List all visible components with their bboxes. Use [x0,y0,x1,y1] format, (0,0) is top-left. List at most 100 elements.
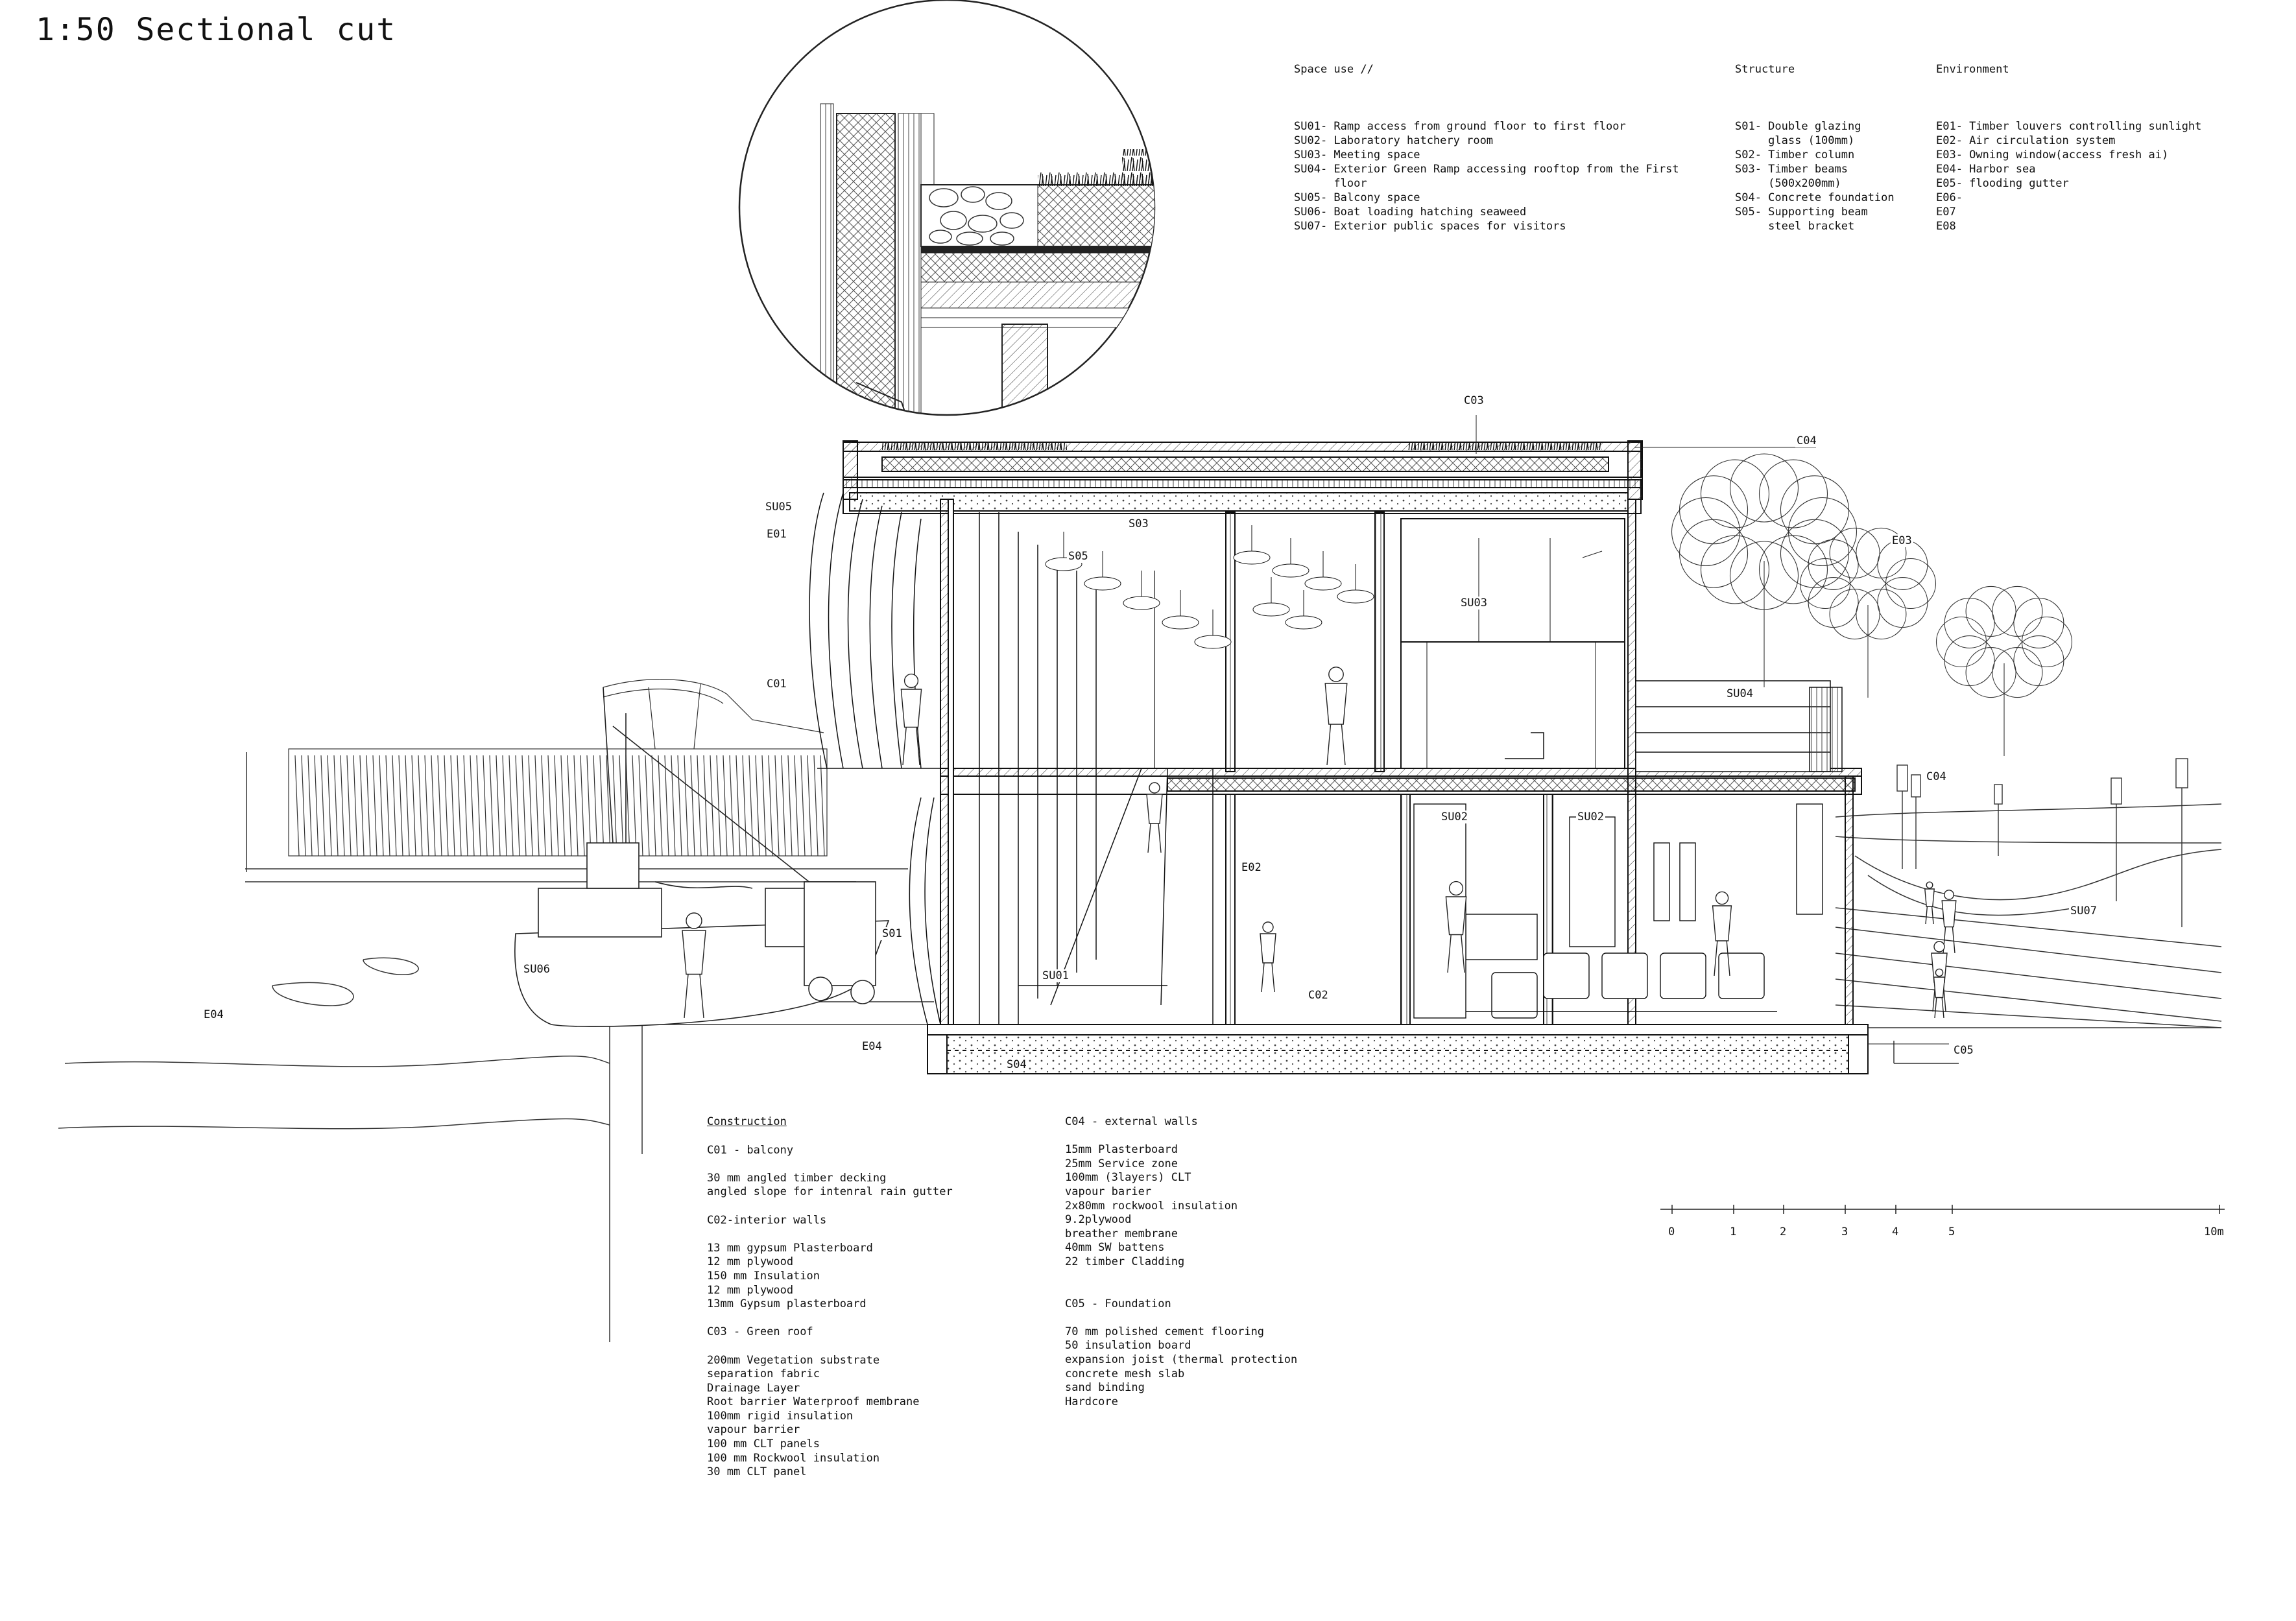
structure-item: steel bracket [1735,220,1855,233]
scale-tick-label: 1 [1730,1225,1737,1238]
environment-legend: Environment E01- Timber louvers controll… [1936,34,2201,248]
leader-lines [1476,415,1949,1045]
callout-label-s04: S04 [1005,1058,1028,1071]
construction-layer: 2x80mm rockwool insulation [1065,1199,1238,1213]
people [682,667,1957,1019]
page-title: 1:50 Sectional cut [36,12,397,48]
callout-label-e03: E03 [1891,534,1913,547]
structure-item: S05- Supporting beam [1735,206,1868,219]
space-use-legend: Space use // SU01- Ramp access from grou… [1294,34,1679,248]
construction-layer: Hardcore [1065,1395,1118,1408]
construction-layer: 100mm rigid insulation [707,1409,854,1423]
construction-layer: 100 mm Rockwool insulation [707,1451,880,1465]
building-section [809,440,1869,1074]
environment-item: E04- Harbor sea [1936,163,2036,176]
construction-layer: 200mm Vegetation substrate [707,1353,880,1367]
scale-tick-label: 5 [1948,1225,1955,1238]
construction-layer: breather membrane [1065,1227,1178,1240]
callout-label-c05: C05 [1952,1044,1975,1057]
space-use-item: floor [1294,177,1367,190]
structure-item: S03- Timber beams [1735,163,1848,176]
structure-item: (500x200mm) [1735,177,1841,190]
trees [1671,453,2073,756]
construction-layer: expansion joist (thermal protection [1065,1353,1298,1366]
construction-layer: 100 mm CLT panels [707,1438,820,1451]
callout-label-su02b: SU02 [1576,810,1605,823]
callout-label-e04a: E04 [202,1008,225,1021]
construction-layer: 22 timber Cladding [1065,1255,1185,1268]
space-use-item: SU04- Exterior Green Ramp accessing roof… [1294,163,1679,176]
construction-layer: sand binding [1065,1381,1145,1395]
callout-label-su03: SU03 [1459,597,1489,609]
construction-heading: Construction [707,1115,787,1128]
space-use-item: SU05- Balcony space [1294,191,1420,204]
environment-item: E08 [1936,220,1956,233]
scale-tick-label: 2 [1780,1225,1787,1238]
space-use-heading: Space use // [1294,63,1374,76]
callout-label-c04b: C04 [1925,770,1948,783]
scale-bar [1660,1205,2225,1214]
construction-layer: 30 mm CLT panel [707,1465,807,1479]
space-use-item: SU07- Exterior public spaces for visitor… [1294,220,1566,233]
callout-label-c02: C02 [1307,989,1330,1002]
environment-item: E06- [1936,191,1963,204]
space-use-item: SU03- Meeting space [1294,148,1420,161]
construction-layer: 30 mm angled timber decking [707,1171,887,1185]
callout-label-su04: SU04 [1725,687,1754,700]
background-building [288,679,828,857]
environment-item: E02- Air circulation system [1936,134,2116,147]
structure-item: S01- Double glazing [1735,120,1861,133]
callout-label-s05: S05 [1067,550,1090,563]
environment-item: E05- flooding gutter [1936,177,2069,190]
structure-list: S01- Double glazing glass (100mm)S02- Ti… [1735,119,1895,233]
construction-layer: separation fabric [707,1367,820,1381]
scale-tick-label: 3 [1841,1225,1848,1238]
construction-layer: concrete mesh slab [1065,1367,1185,1380]
structure-item: glass (100mm) [1735,134,1855,147]
environment-item: E03- Owning window(access fresh ai) [1936,148,2169,161]
callout-label-c04a: C04 [1795,434,1818,447]
construction-section-title: C04 - external walls [1065,1115,1198,1128]
construction-layer: 15mm Plasterboard [1065,1143,1178,1157]
callout-label-c03: C03 [1463,394,1485,407]
construction-layer: angled slope for intenral rain gutter [707,1185,953,1199]
environment-list: E01- Timber louvers controlling sunlight… [1936,119,2201,233]
construction-layer: 150 mm Insulation [707,1269,820,1283]
callout-label-su06: SU06 [522,963,551,976]
construction-layer: 12 mm plywood [707,1255,794,1269]
construction-layer: 40mm SW battens [1065,1241,1165,1255]
environment-item: E01- Timber louvers controlling sunlight [1936,120,2202,133]
space-use-item: SU02- Laboratory hatchery room [1294,134,1494,147]
environment-heading: Environment [1936,63,2009,76]
callout-label-e02: E02 [1240,861,1263,874]
callout-label-s01: S01 [881,927,903,940]
environment-item: E07 [1936,206,1956,219]
callout-label-c01: C01 [765,678,788,691]
construction-layer: 100mm (3layers) CLT [1065,1171,1191,1185]
construction-layer: 12 mm plywood [707,1283,794,1297]
lamp-posts [1896,758,2188,927]
site-context [58,752,2222,1342]
boat-illustration [514,687,890,1027]
construction-layer: vapour barrier [707,1423,800,1437]
callout-label-e01: E01 [765,528,788,541]
scale-tick-label: 0 [1668,1225,1675,1238]
scale-tick-label: 4 [1892,1225,1899,1238]
construction-layer: 13 mm gypsum Plasterboard [707,1241,873,1255]
space-use-item: SU06- Boat loading hatching seaweed [1294,206,1527,219]
callout-label-e04b: E04 [861,1040,883,1053]
structure-legend: Structure S01- Double glazing glass (100… [1735,34,1895,248]
construction-layer: vapour barier [1065,1185,1152,1198]
construction-layer: 50 insulation board [1065,1339,1191,1353]
callout-label-su02a: SU02 [1440,810,1469,823]
construction-layer: 25mm Service zone [1065,1157,1178,1170]
space-use-item: SU01- Ramp access from ground floor to f… [1294,120,1626,133]
scale-tick-label: 10m [2204,1225,2224,1238]
